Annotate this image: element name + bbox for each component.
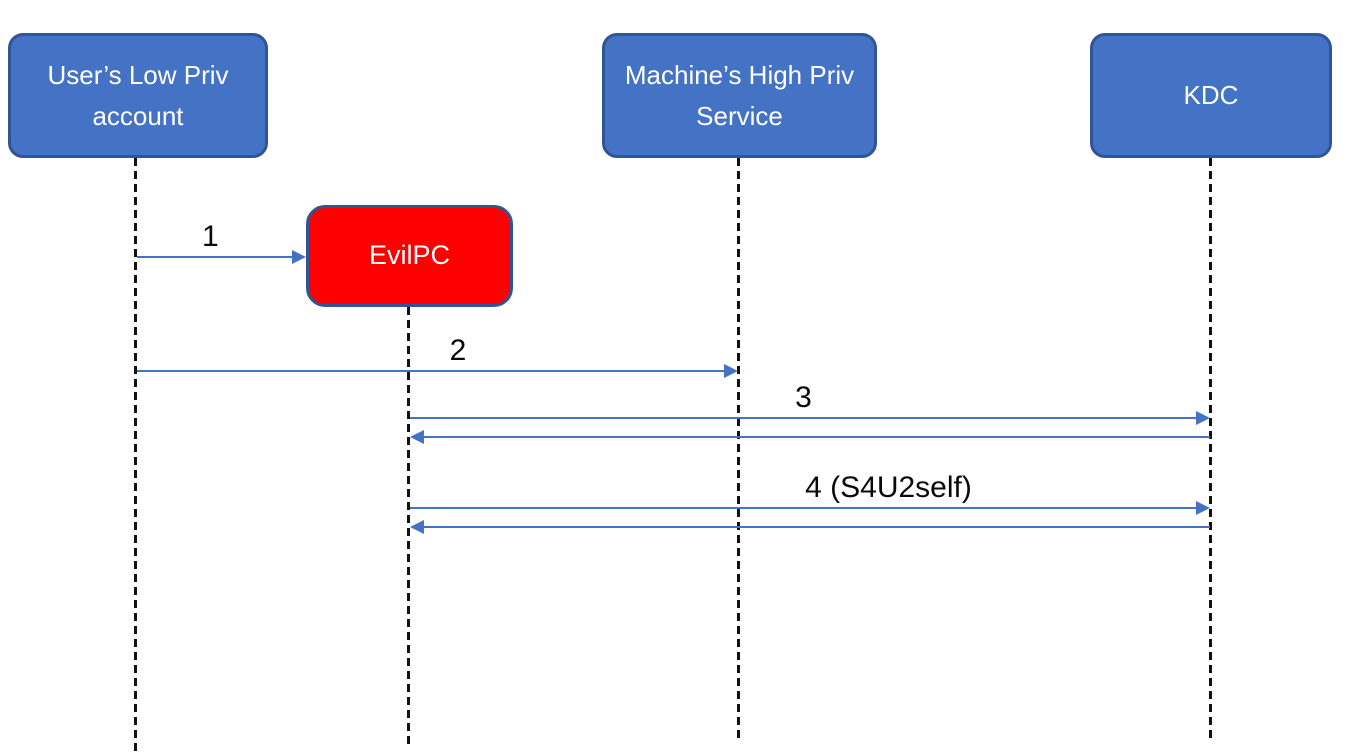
message-label-1: 1 xyxy=(201,220,219,253)
reply-arrow-3 xyxy=(410,430,1210,444)
arrowhead-right-icon xyxy=(292,250,306,264)
actor-label-evilpc: EvilPC xyxy=(368,240,450,271)
arrowhead-right-icon xyxy=(1196,411,1210,425)
lifeline-machine-high-priv xyxy=(737,158,740,743)
message-arrow-2: 2 xyxy=(137,336,738,378)
actor-label-machine-high-priv: Machine’s High Priv Service xyxy=(624,60,855,131)
message-arrow-3: 3 xyxy=(410,383,1210,425)
lifeline-evilpc xyxy=(407,307,410,747)
actor-box-kdc: KDC xyxy=(1090,33,1332,158)
message-label-3: 3 xyxy=(795,381,812,414)
actor-label-kdc: KDC xyxy=(1183,80,1239,111)
actor-box-machine-high-priv: Machine’s High Priv Service xyxy=(602,33,877,158)
actor-box-evilpc: EvilPC xyxy=(306,205,513,307)
arrowhead-right-icon xyxy=(724,364,738,378)
lifeline-kdc xyxy=(1209,158,1212,741)
message-arrow-4-s4u2self: 4 (S4U2self) xyxy=(410,473,1210,515)
lifeline-user-low-priv xyxy=(134,158,137,753)
message-label-4-s4u2self: 4 (S4U2self) xyxy=(805,471,972,504)
arrowhead-left-icon xyxy=(410,520,424,534)
arrowhead-right-icon xyxy=(1196,501,1210,515)
reply-arrow-4 xyxy=(410,520,1210,534)
arrowhead-left-icon xyxy=(410,430,424,444)
actor-box-user-low-priv: User’s Low Priv account xyxy=(8,33,268,158)
message-arrow-1: 1 xyxy=(137,222,306,264)
message-label-2: 2 xyxy=(449,334,467,367)
actor-label-user-low-priv: User’s Low Priv account xyxy=(47,60,229,131)
